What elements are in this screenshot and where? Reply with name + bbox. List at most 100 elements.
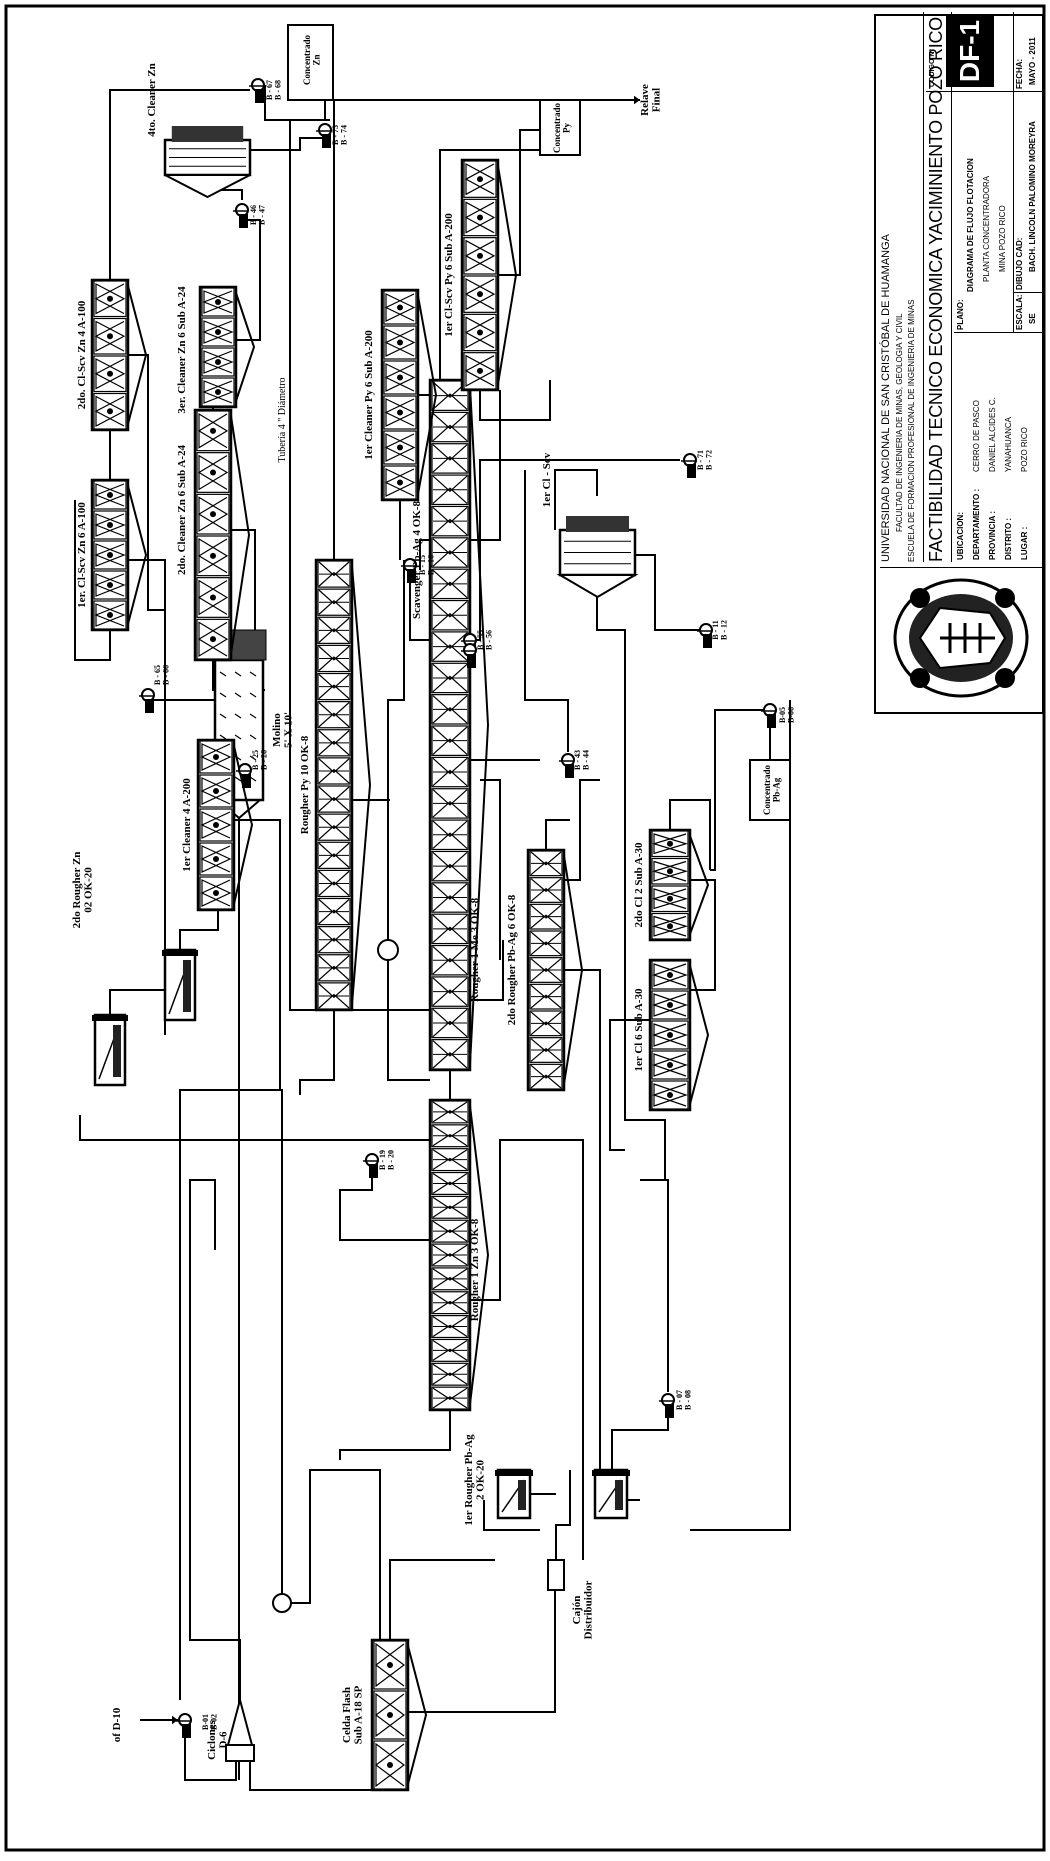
cell-box bbox=[431, 537, 469, 568]
label-pump-feed-line: B-01 bbox=[201, 1714, 210, 1730]
label-pump-b67-line: B - 68 bbox=[273, 80, 282, 100]
label-cl-scv-pbag: 1er Cl - Scv bbox=[541, 452, 553, 507]
sheet-border bbox=[4, 4, 1046, 1852]
cyclone bbox=[226, 1696, 254, 1746]
cell-rotor bbox=[107, 333, 113, 340]
mill-liner bbox=[234, 734, 242, 740]
cell-impeller bbox=[432, 412, 468, 442]
cell-impeller bbox=[432, 946, 468, 975]
label-clscv-py: 1er Cl-Scv Py 6 Sub A-200 bbox=[443, 213, 455, 337]
cell-box bbox=[529, 983, 563, 1010]
launder bbox=[417, 295, 438, 495]
flow-line bbox=[150, 699, 217, 740]
label-rougher2-pbag: 2do Rougher Pb-Ag 6 OK-8 bbox=[506, 894, 518, 1025]
flotation-cell bbox=[431, 1291, 469, 1315]
label-cyclone-line: Ciclones bbox=[206, 1719, 218, 1759]
flotation-cell bbox=[431, 1148, 469, 1172]
label-conc-py: ConcentradoPy bbox=[552, 103, 571, 153]
cell-rotor bbox=[477, 176, 483, 183]
flow-line bbox=[409, 575, 430, 641]
flotation-cell bbox=[383, 360, 417, 395]
flotation-cell bbox=[317, 560, 351, 588]
cell-rotor bbox=[213, 856, 219, 862]
label-ball-mill: Molino5' X 10' bbox=[271, 712, 295, 748]
info-value-2: DANIEL ALCIDES C. bbox=[988, 397, 997, 472]
cell-box bbox=[529, 930, 563, 957]
launder bbox=[563, 855, 584, 1085]
flotation-cell bbox=[196, 618, 230, 660]
pump-b46 bbox=[233, 203, 249, 228]
flow-line bbox=[264, 85, 330, 121]
cell-impeller bbox=[318, 927, 350, 953]
mill-liner bbox=[234, 713, 242, 719]
cell-rotor bbox=[210, 594, 216, 601]
cell-box bbox=[201, 347, 235, 377]
label-pump-b43-line: B - 43 bbox=[573, 750, 582, 770]
flotation-cell bbox=[317, 813, 351, 841]
cell-impeller bbox=[318, 955, 350, 981]
cell-box bbox=[431, 819, 469, 851]
cell-rotor bbox=[107, 492, 113, 498]
label-relave-line: Relave bbox=[639, 84, 651, 116]
cell-box bbox=[431, 756, 469, 788]
cell-box bbox=[196, 410, 230, 452]
cell-impeller bbox=[530, 931, 562, 956]
cell-box bbox=[529, 903, 563, 930]
cell-box bbox=[317, 701, 351, 729]
flotation-cell bbox=[463, 352, 497, 390]
cell-box bbox=[317, 841, 351, 869]
cell-box bbox=[317, 869, 351, 898]
flotation-cell bbox=[651, 885, 689, 913]
label-flash-line: Sub A-18 SP bbox=[353, 1685, 365, 1744]
cell-impeller bbox=[432, 789, 468, 818]
flotation-cell bbox=[196, 493, 230, 535]
cell-impeller bbox=[432, 507, 468, 536]
cell-diag2 bbox=[651, 915, 687, 937]
cell-rotor bbox=[213, 754, 219, 760]
cell-box bbox=[196, 618, 230, 660]
plano-line-1: DIAGRAMA DE FLUJO FLOTACION bbox=[966, 158, 975, 292]
label-pump-b19-line: B - 20 bbox=[386, 1150, 395, 1170]
cell-box bbox=[431, 380, 469, 411]
flotation-cell bbox=[317, 757, 351, 785]
info-label-3: DISTRITO : bbox=[1004, 517, 1013, 560]
flotation-cell bbox=[431, 411, 469, 443]
label-rougher-py-line: Rougher Py 10 OK-8 bbox=[299, 735, 311, 834]
cell-box bbox=[431, 1124, 469, 1148]
cell-box bbox=[317, 954, 351, 982]
label-rougher2-zn-line: 2do Rougher Zn bbox=[71, 852, 83, 929]
cell-impeller bbox=[432, 914, 468, 943]
flotation-cell bbox=[383, 430, 417, 465]
mill-liner bbox=[249, 713, 257, 719]
cell-impeller bbox=[432, 538, 468, 567]
conditioner-tank-1 bbox=[495, 1468, 533, 1520]
cell-rotor bbox=[477, 291, 483, 298]
cell-rotor bbox=[667, 1002, 673, 1008]
escala-label: ESCALA: bbox=[1015, 294, 1024, 330]
label-cleaner2-zn: 2do. Cleaner Zn 6 Sub A-24 bbox=[176, 445, 188, 575]
flotation-cell bbox=[431, 882, 469, 913]
flow-line bbox=[290, 1469, 381, 1640]
label-pump-b19: B - 19B - 20 bbox=[378, 1150, 395, 1170]
label-rougher1-pbag-line: 1er Rougher Pb-Ag bbox=[463, 1434, 475, 1526]
flotation-cell bbox=[431, 662, 469, 694]
label-pump-b19-line: B - 19 bbox=[378, 1150, 387, 1170]
launder bbox=[351, 565, 372, 1005]
cell-impeller bbox=[432, 852, 468, 881]
cell-box bbox=[463, 237, 497, 275]
cleaner1-pbag-bank bbox=[648, 958, 710, 1112]
flotation-cell bbox=[199, 876, 233, 910]
mill-liner bbox=[219, 671, 227, 677]
cell-box bbox=[431, 1362, 469, 1386]
cell-impeller bbox=[530, 851, 562, 876]
flotation-cell bbox=[383, 290, 417, 325]
fecha-label: FECHA: bbox=[1015, 58, 1024, 89]
cell-diag2 bbox=[652, 1023, 687, 1047]
cell-box bbox=[431, 1007, 469, 1039]
flotation-cell bbox=[529, 930, 563, 957]
flotation-cell bbox=[529, 1063, 563, 1090]
cell-impeller bbox=[530, 904, 562, 929]
label-rougher2-zn: 2do Rougher Zn02 OK-20 bbox=[71, 852, 95, 929]
flotation-cell bbox=[383, 465, 417, 500]
flotation-cell bbox=[373, 1640, 407, 1690]
